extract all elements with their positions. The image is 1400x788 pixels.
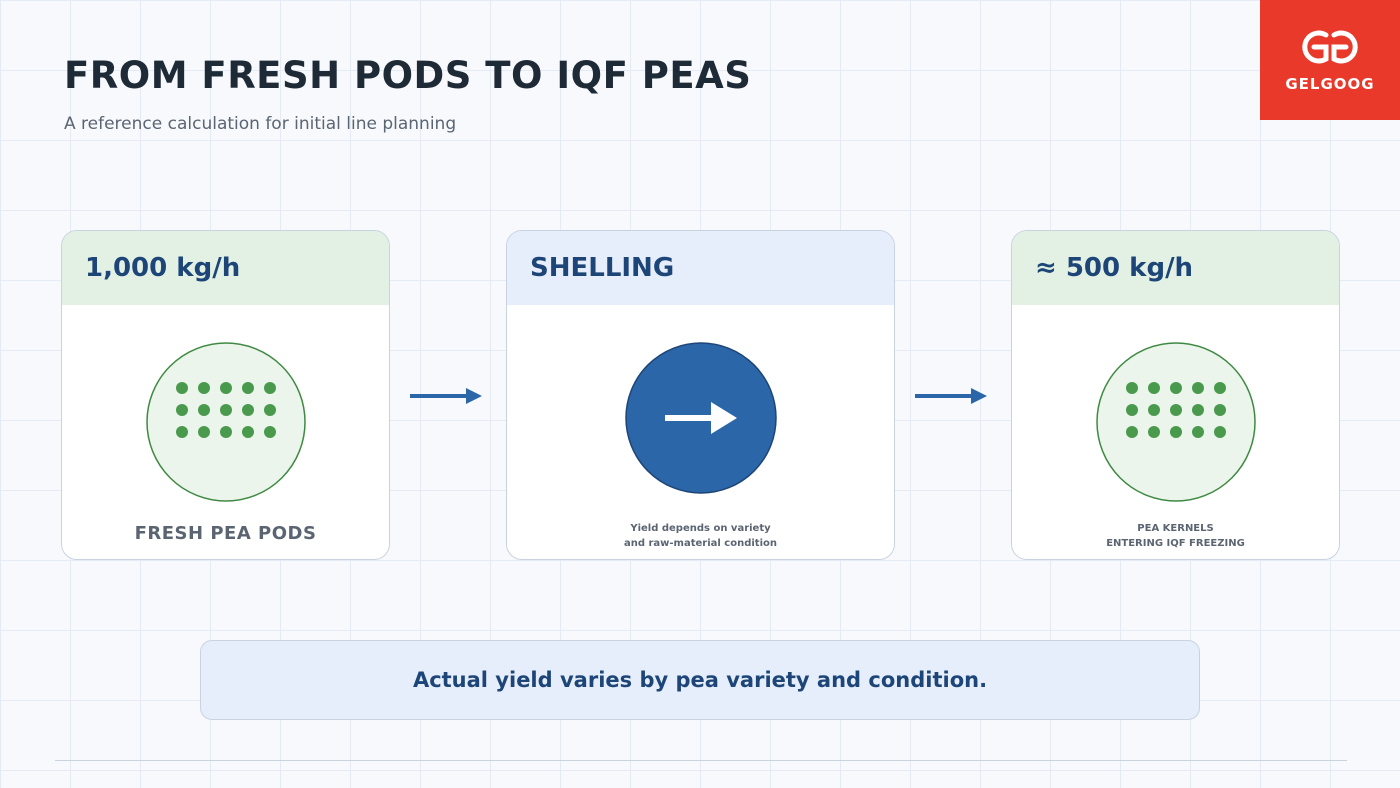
- page-subtitle: A reference calculation for initial line…: [64, 114, 457, 134]
- page-title: FROM FRESH PODS TO IQF PEAS: [64, 54, 752, 97]
- gelgoog-logo-icon: [1302, 30, 1358, 64]
- step-heading: 1,000 kg/h: [62, 231, 389, 305]
- step-heading: SHELLING: [507, 231, 894, 305]
- yield-note: Actual yield varies by pea variety and c…: [200, 640, 1200, 720]
- footer-divider: [55, 760, 1347, 761]
- step-caption-line: and raw-material condition: [623, 538, 778, 549]
- step-card-fresh-pods: 1,000 kg/h FRESH PEA PODS: [61, 230, 390, 560]
- arrow-right-icon: [410, 388, 482, 404]
- pea-kernels-icon: [1095, 342, 1256, 502]
- step-caption: FRESH PEA PODS: [134, 523, 317, 544]
- step-heading: ≈ 500 kg/h: [1012, 231, 1339, 305]
- step-caption-line: PEA KERNELS: [1137, 523, 1214, 534]
- step-card-pea-kernels: ≈ 500 kg/h PEA KERNELS ENTERING IQF FREE…: [1011, 230, 1340, 560]
- brand-logo[interactable]: GELGOOG: [1260, 0, 1400, 120]
- step-card-shelling: SHELLING Yield depends on variety and ra…: [506, 230, 895, 560]
- step-caption-line: Yield depends on variety: [630, 523, 771, 534]
- logo-text: GELGOOG: [1285, 75, 1375, 93]
- step-caption-line: ENTERING IQF FREEZING: [1106, 538, 1245, 549]
- shelling-arrow-icon: [624, 342, 777, 494]
- arrow-right-icon: [915, 388, 987, 404]
- pea-pods-icon: [145, 342, 306, 502]
